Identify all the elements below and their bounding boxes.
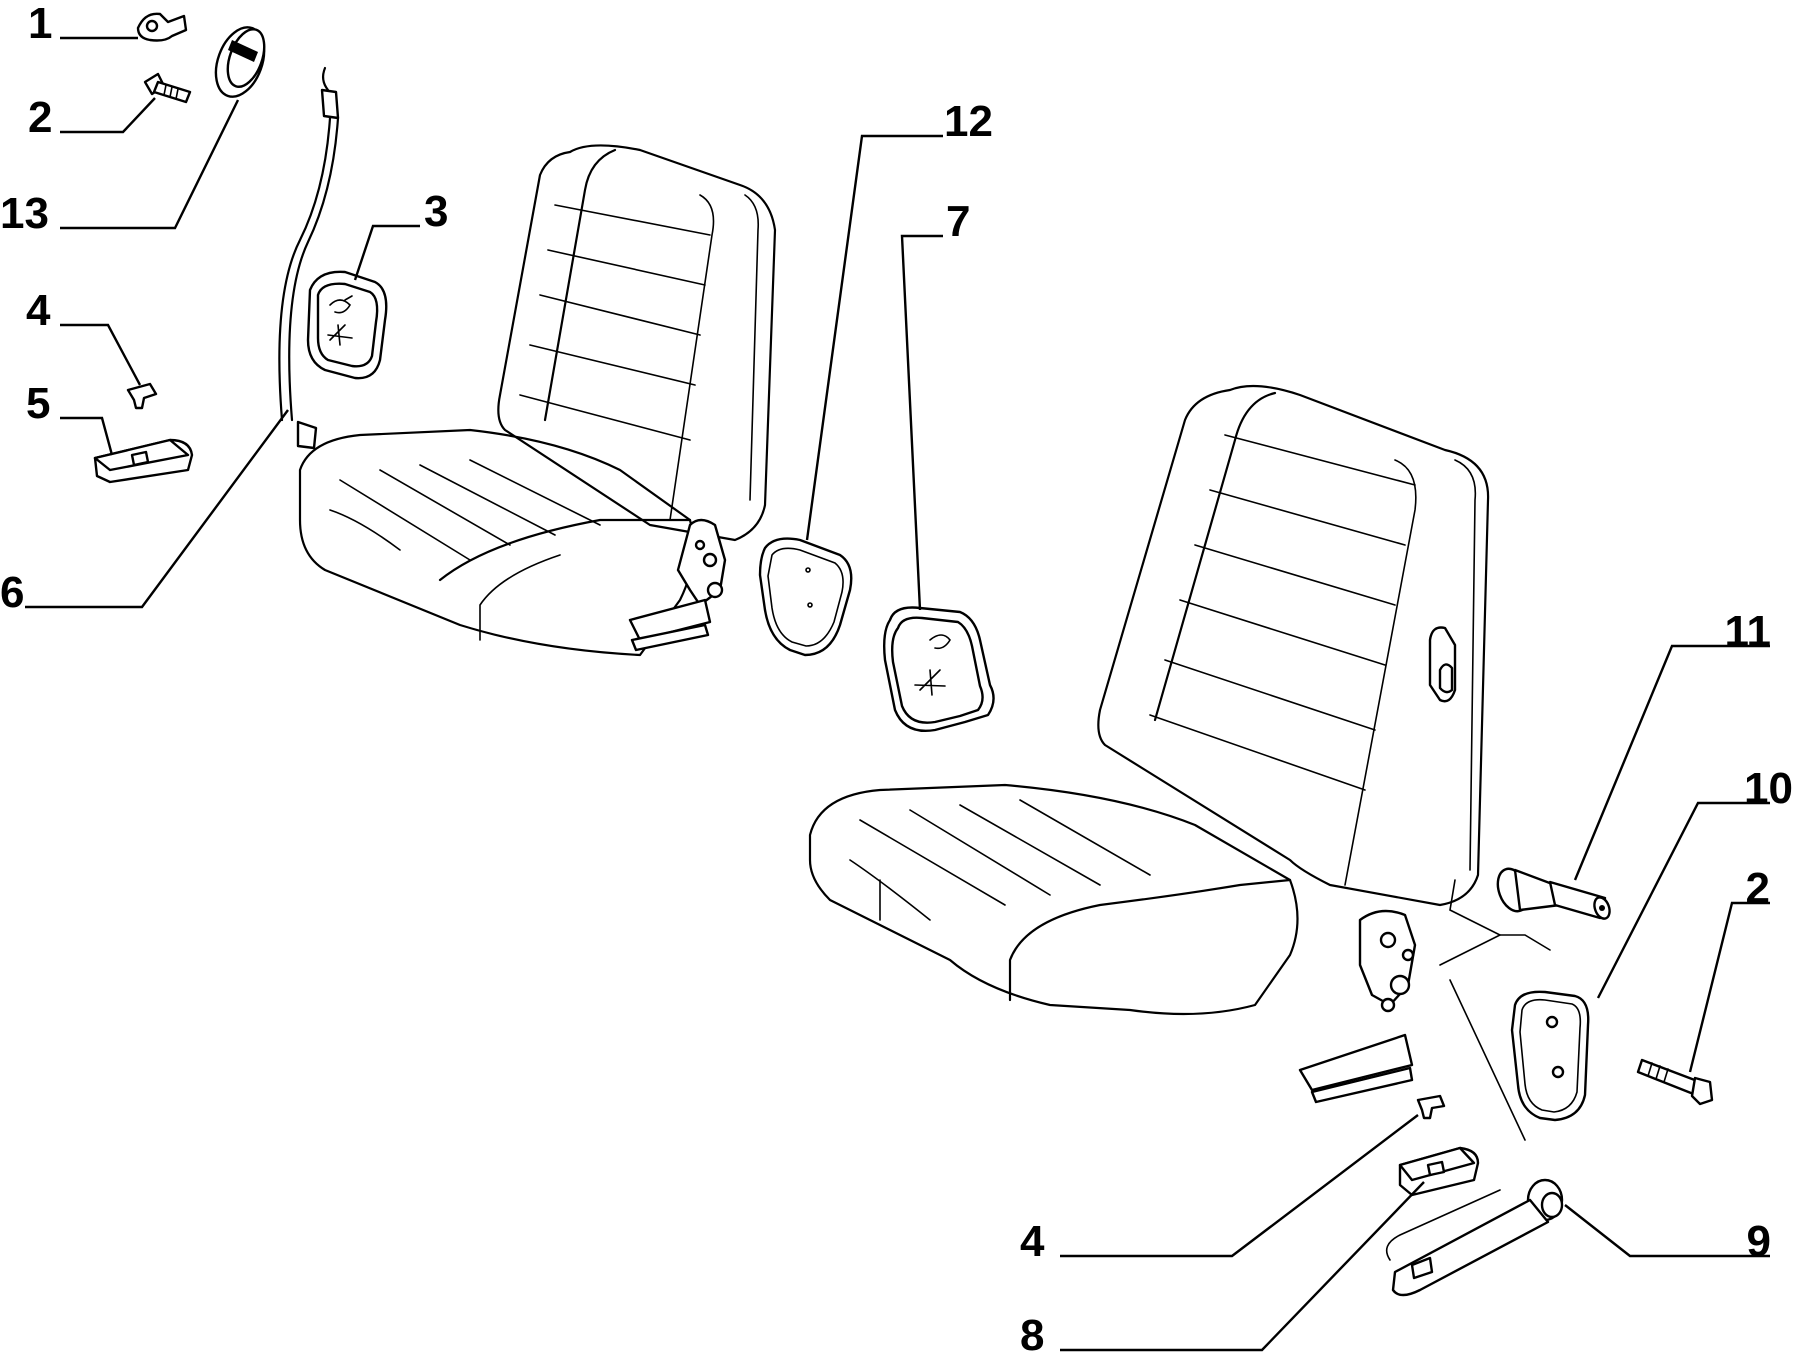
part-4-clip-right bbox=[1416, 1094, 1446, 1120]
part-4-clip-left bbox=[126, 382, 158, 410]
part-2-bolt bbox=[143, 72, 192, 104]
leader-lines bbox=[25, 36, 1770, 1352]
right-seat bbox=[808, 384, 1551, 1141]
part-3-cover bbox=[306, 270, 388, 380]
part-10-plate bbox=[1510, 990, 1590, 1122]
callout-9: 9 bbox=[1747, 1217, 1771, 1266]
part-13-knob bbox=[214, 26, 266, 98]
callout-6: 6 bbox=[0, 568, 24, 617]
part-6-cable bbox=[278, 66, 340, 450]
part-11-pin bbox=[1496, 867, 1611, 920]
callout-8: 8 bbox=[1020, 1311, 1044, 1355]
callout-5: 5 bbox=[26, 379, 50, 428]
callout-7: 7 bbox=[946, 197, 970, 246]
callout-2-right: 2 bbox=[1746, 864, 1770, 913]
callout-3: 3 bbox=[424, 187, 448, 236]
callout-1: 1 bbox=[28, 0, 52, 48]
callout-2-left: 2 bbox=[28, 93, 52, 142]
part-7-cover bbox=[882, 606, 995, 732]
part-9-lever bbox=[1385, 1178, 1564, 1297]
callout-12: 12 bbox=[944, 97, 993, 146]
callout-4-left: 4 bbox=[26, 286, 51, 335]
part-1-clip bbox=[136, 12, 188, 42]
callout-4-right: 4 bbox=[1020, 1217, 1045, 1266]
part-12-plate bbox=[758, 537, 853, 657]
callout-10: 10 bbox=[1744, 764, 1793, 813]
left-seat bbox=[298, 144, 777, 657]
part-8-handle-right bbox=[1398, 1146, 1480, 1197]
callout-13: 13 bbox=[0, 189, 49, 238]
part-5-handle-left bbox=[93, 438, 194, 484]
callout-11: 11 bbox=[1724, 607, 1771, 656]
part-2-bolt-right bbox=[1636, 1058, 1714, 1106]
